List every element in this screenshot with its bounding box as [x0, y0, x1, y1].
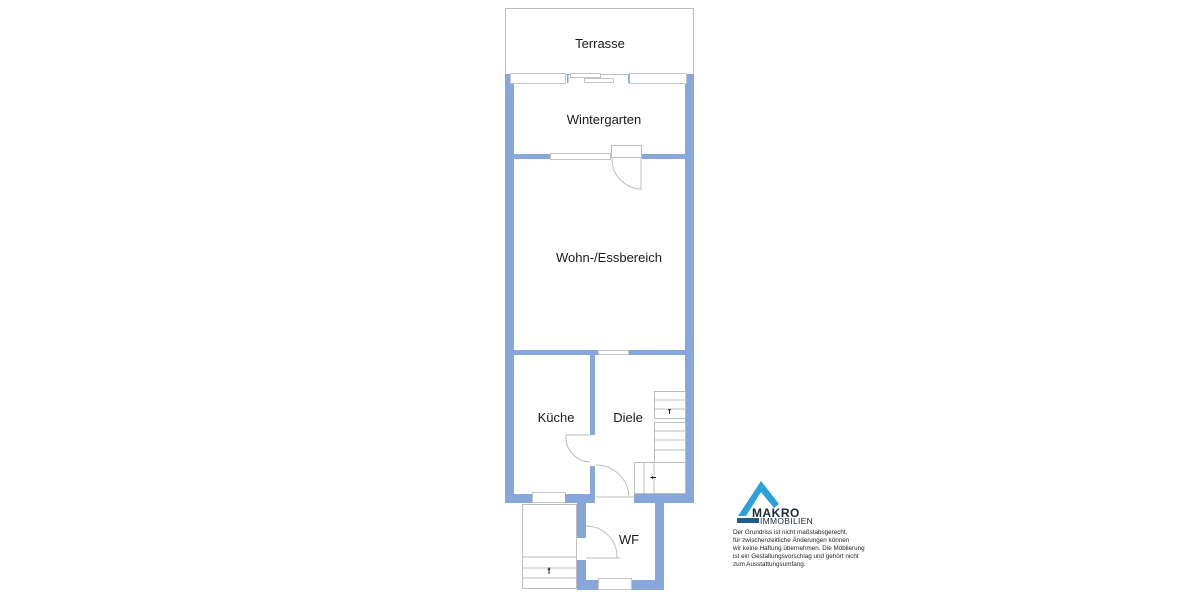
disclaimer-line: ist ein Gestaltungsvorschlag und gehört …	[733, 553, 859, 561]
opening-wohn-diele[interactable]	[598, 350, 629, 355]
wall-kueche-diele-lower	[590, 466, 595, 502]
disclaimer-line: für zwischenzeitliche Änderungen können	[733, 537, 850, 545]
wall-wohn-bottom-right	[629, 350, 686, 355]
disclaimer-line: wir keine Haftung übernehmen. Die Möblie…	[733, 545, 865, 553]
wall-bottom-right	[634, 494, 694, 503]
window-top-left	[510, 73, 566, 84]
wall-wintergarten-right	[642, 154, 686, 159]
wall-right	[685, 74, 694, 502]
wall-bottom-mid	[565, 494, 595, 503]
room-label-wohn-essbereich: Wohn-/Essbereich	[556, 250, 662, 265]
makro-logo-icon	[737, 481, 779, 523]
wall-wf-left-upper	[577, 503, 586, 538]
wall-bottom-left	[505, 494, 532, 503]
door-swing-kueche[interactable]	[565, 434, 591, 463]
wall-wintergarten-left	[514, 154, 550, 159]
staircase-entrance	[522, 504, 577, 589]
logo-brand-bottom: IMMOBILIEN	[760, 516, 814, 526]
room-label-wf: WF	[619, 532, 639, 547]
wall-left	[505, 74, 514, 502]
stair-arrow-icon	[650, 476, 653, 479]
room-label-kueche: Küche	[538, 410, 575, 425]
staircase-diele	[634, 391, 686, 494]
window-kueche	[532, 492, 566, 503]
room-label-diele: Diele	[613, 410, 643, 425]
stair-arrow-icon	[547, 567, 551, 570]
stair-arrow-icon	[668, 409, 671, 412]
window-wintergarten	[550, 153, 611, 160]
wall-wf-left-lower	[577, 560, 586, 590]
disclaimer-text: Der Grundriss ist nicht maßstabsgerecht,…	[733, 529, 903, 569]
window-wf	[598, 578, 632, 590]
window-top-right	[629, 73, 687, 84]
wall-wf-right	[655, 503, 664, 590]
disclaimer-line: Der Grundriss ist nicht maßstabsgerecht,	[733, 529, 848, 536]
disclaimer-line: zum Ausstattungsumfang.	[733, 561, 806, 569]
door-swing-diele[interactable]	[595, 464, 630, 498]
door-swing-wf[interactable]	[585, 525, 618, 559]
sliding-door-2	[584, 78, 614, 83]
door-swing-wintergarten[interactable]	[611, 158, 642, 190]
door-frame-wintergarten	[611, 145, 642, 158]
wall-wohn-bottom-left	[514, 350, 598, 355]
logo-brand-top: MAKRO	[752, 506, 800, 520]
room-label-terrasse: Terrasse	[575, 36, 625, 51]
room-label-wintergarten: Wintergarten	[567, 112, 641, 127]
sliding-door-1	[570, 73, 601, 78]
wall-kueche-diele-upper	[590, 355, 595, 435]
